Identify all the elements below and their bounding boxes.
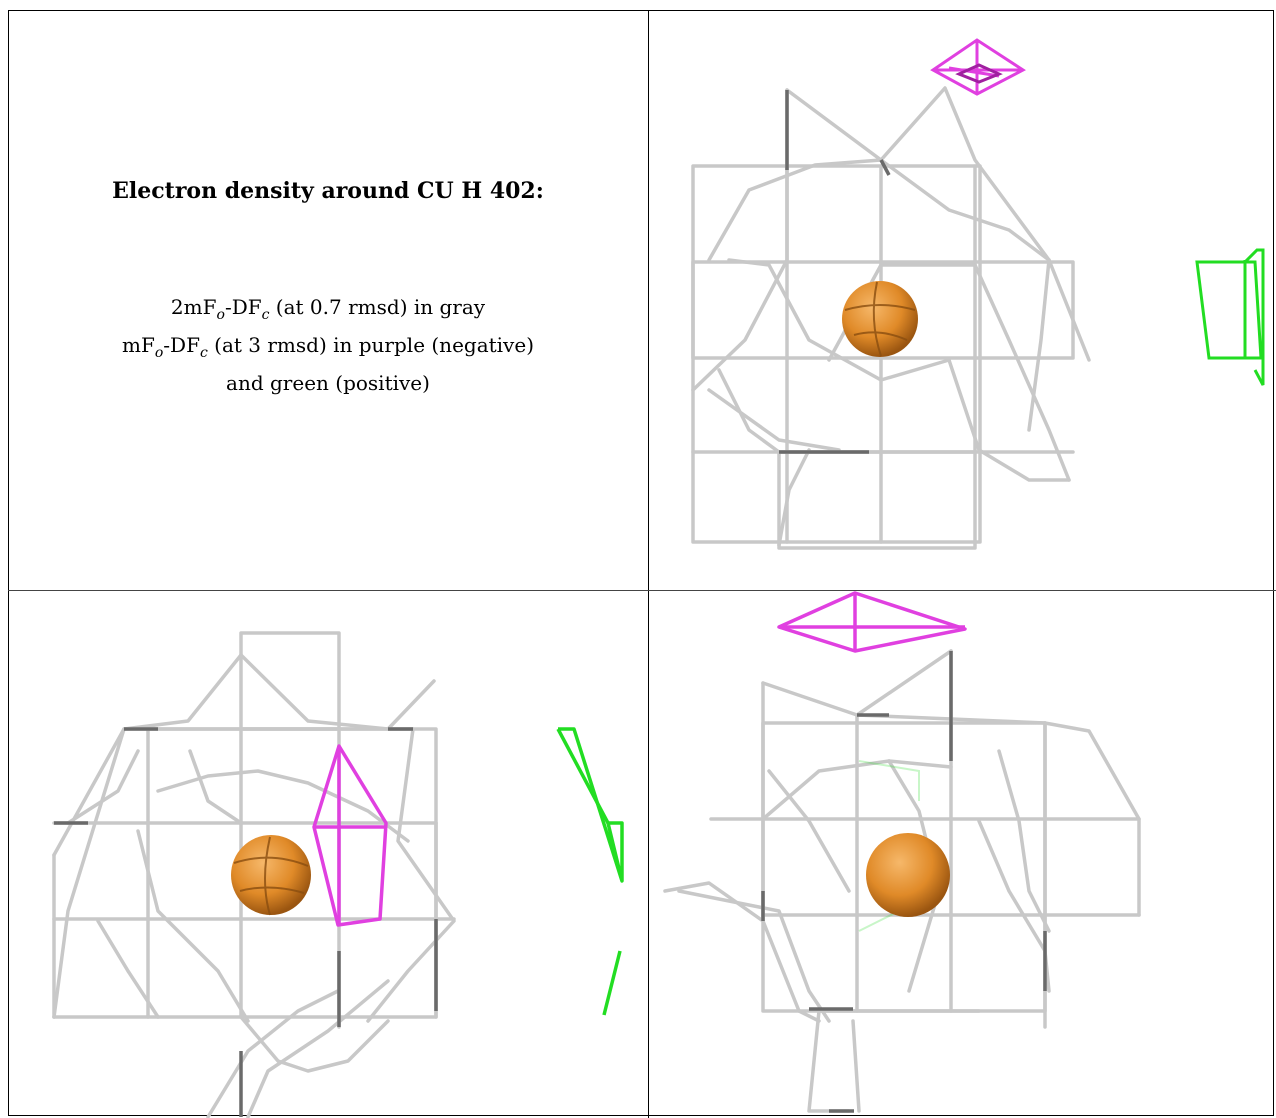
copper-atom-sphere bbox=[866, 833, 950, 917]
caption-line2-sub-o: o bbox=[154, 345, 164, 361]
negative-density-purple bbox=[312, 744, 388, 927]
caption-line-fofc: mFo-DFc (at 3 rmsd) in purple (negative) bbox=[8, 330, 648, 368]
caption-line2-suffix: (at 3 rmsd) in purple (negative) bbox=[207, 333, 534, 357]
panel-divider-vertical bbox=[648, 10, 649, 1118]
positive-density-green bbox=[556, 727, 624, 1016]
caption-title: Electron density around CU H 402: bbox=[112, 178, 544, 204]
copper-atom-mesh bbox=[844, 281, 916, 357]
caption-line2-mid: -DF bbox=[163, 333, 200, 357]
copper-atom-sphere bbox=[842, 281, 918, 357]
figure-frame bbox=[8, 10, 1274, 1116]
view-top-right bbox=[649, 10, 1276, 590]
density-view-bottom-right bbox=[663, 591, 1141, 1113]
mesh-2fofc-gray bbox=[691, 86, 1091, 550]
density-view-top-right bbox=[691, 38, 1265, 550]
caption-line1-mid: -DF bbox=[224, 295, 262, 319]
caption-line1-sub-o: o bbox=[216, 307, 225, 323]
caption-line-positive: and green (positive) bbox=[226, 371, 430, 395]
negative-density-purple bbox=[777, 591, 967, 653]
caption-line1-suffix: (at 0.7 rmsd) in gray bbox=[269, 295, 486, 319]
caption-line1-sub-c: c bbox=[261, 307, 270, 323]
copper-atom-sphere bbox=[231, 835, 311, 915]
panel-divider-horizontal bbox=[8, 590, 1276, 591]
caption-line1-prefix: 2mF bbox=[170, 295, 217, 319]
caption-panel: Electron density around CU H 402: 2mFo-D… bbox=[8, 10, 648, 590]
mesh-2fofc-gray bbox=[52, 631, 456, 1118]
caption-line2-prefix: mF bbox=[122, 333, 155, 357]
mesh-2fofc-dark-edges bbox=[54, 727, 438, 1117]
caption-description: 2mFo-DFc (at 0.7 rmsd) in gray mFo-DFc (… bbox=[8, 292, 648, 398]
view-bottom-right bbox=[649, 591, 1276, 1118]
positive-density-green bbox=[1195, 248, 1265, 386]
mesh-2fofc-dark-edges bbox=[761, 651, 1047, 1113]
positive-density-green-faint bbox=[858, 760, 920, 932]
mesh-2fofc-dark-edges bbox=[779, 90, 891, 454]
caption-line-2fofc: 2mFo-DFc (at 0.7 rmsd) in gray bbox=[8, 292, 648, 330]
copper-atom-mesh bbox=[233, 836, 309, 916]
negative-density-purple bbox=[930, 38, 1026, 96]
caption-line2-sub-c: c bbox=[199, 345, 208, 361]
density-view-bottom-left bbox=[52, 631, 624, 1118]
view-bottom-left bbox=[8, 591, 648, 1118]
